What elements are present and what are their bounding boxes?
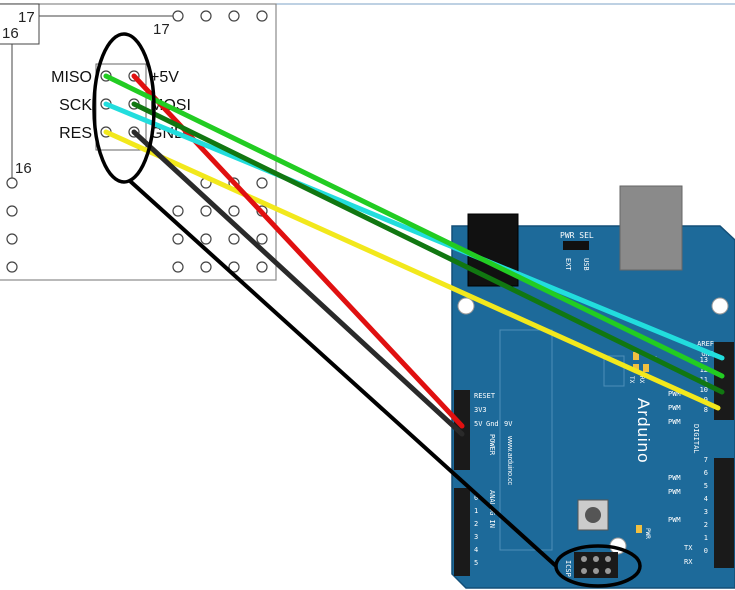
led-rx	[643, 364, 649, 372]
digital-header-lower	[714, 458, 734, 568]
digital-label: DIGITAL	[692, 424, 700, 454]
arduino-board: PWR SEL EXT USB TX RX L PWR Arduino www.…	[451, 185, 735, 589]
digital-pin-label-10: 10	[700, 386, 708, 394]
3v3-pin-label: 3V3	[474, 406, 487, 414]
arduino-pcb	[451, 225, 735, 589]
chip-outline	[499, 329, 553, 551]
breadboard-label-16-left: 16	[2, 25, 19, 42]
wire-mosi	[131, 101, 725, 395]
tx-label: TX	[684, 544, 693, 552]
digital-pin-label-8: 8	[704, 406, 708, 414]
mounting-hole-top	[711, 297, 729, 315]
analog-pin-label-2: 2	[474, 520, 478, 528]
digital-pin-label-1: 1	[704, 534, 708, 542]
reset-pin-label: RESET	[474, 392, 496, 400]
analog-pin-label-1: 1	[474, 507, 478, 515]
arduino-icsp-header: ICSP	[564, 552, 618, 578]
arduino-brand: Arduino	[634, 398, 653, 464]
power-label: POWER	[488, 434, 496, 456]
led-tx	[633, 364, 639, 372]
breadboard-label-17-right: 17	[153, 21, 170, 38]
digital-pin-label-0: 0	[704, 547, 708, 555]
analog-header	[454, 488, 470, 576]
icsp-highlight-ellipse	[92, 32, 156, 184]
analog-pin-labels: 0 1 2 3 4 5	[474, 494, 478, 567]
pwr-sel-label: PWR SEL	[560, 231, 594, 240]
pwm-label-5: PWM	[668, 488, 681, 496]
wire-reset	[103, 129, 721, 411]
digital-pin-label-12: 12	[700, 366, 708, 374]
analog-pin-label-4: 4	[474, 546, 478, 554]
digital-pin-label-6: 6	[704, 469, 708, 477]
mounting-hole-left	[457, 297, 475, 315]
reset-button-cap	[585, 507, 601, 523]
icsp-label-5v: +5V	[150, 69, 179, 86]
annotations	[92, 32, 642, 588]
breadboard-corner-box	[0, 3, 40, 45]
icsp-board-label: ICSP	[564, 560, 572, 577]
digital-pin-label-7: 7	[704, 456, 708, 464]
5v-pin-label: 5V	[474, 420, 483, 428]
wire-miso	[103, 73, 725, 379]
usb-connector	[619, 185, 683, 271]
wire-5v	[131, 73, 465, 429]
digital-pin-label-13: 13	[700, 356, 708, 364]
ext-label: EXT	[564, 258, 572, 271]
silkscreen-box	[603, 355, 625, 387]
breadboard-holes	[6, 10, 268, 273]
icsp-label-reset: RES	[59, 125, 92, 142]
usb-label: USB	[582, 258, 590, 271]
breadboard: 17 16 17 16 MISO SCK RES +5V	[0, 3, 735, 281]
pwm-label-1: PWM	[668, 390, 681, 398]
pwm-label-3: PWM	[668, 418, 681, 426]
aref-label: AREF	[697, 340, 714, 348]
rx-label: RX	[684, 558, 693, 566]
led-rx-label: RX	[638, 376, 645, 384]
gnd-pin-label: Gnd	[486, 420, 499, 428]
analog-pin-label-0: 0	[474, 494, 478, 502]
power-header	[454, 390, 470, 470]
breadboard-label-17-left: 17	[18, 9, 35, 26]
arduino-icsp-block	[574, 552, 618, 578]
icsp-label-gnd: GND	[150, 125, 186, 142]
pwm-label-2: PWM	[668, 404, 681, 412]
wires	[103, 73, 725, 437]
breadboard-label-16-side: 16	[15, 160, 32, 177]
wire-sck	[103, 101, 725, 361]
pwr-sel-jumper	[563, 241, 589, 250]
digital-pin-label-3: 3	[704, 508, 708, 516]
vin-pin-label: 9V	[504, 420, 513, 428]
digital-pin-label-4: 4	[704, 495, 708, 503]
icsp-label-sck: SCK	[59, 97, 92, 114]
digital-pin-label-5: 5	[704, 482, 708, 490]
pwm-label-4: PWM	[668, 474, 681, 482]
pwm-label-6: PWM	[668, 516, 681, 524]
led-pwr-label: PWR	[644, 528, 651, 539]
arduino-website: www.arduino.cc	[506, 435, 513, 486]
digital-pin-label-11: 11	[700, 376, 708, 384]
analog-pin-label-5: 5	[474, 559, 478, 567]
led-tx-label: TX	[628, 376, 635, 384]
annotation-connector-line	[128, 179, 558, 568]
digital-pin-label-2: 2	[704, 521, 708, 529]
analog-pin-label-3: 3	[474, 533, 478, 541]
led-pwr	[636, 525, 642, 533]
digital-header-upper	[714, 342, 734, 420]
led-l	[633, 352, 639, 360]
icsp-label-miso: MISO	[51, 69, 92, 86]
wire-gnd	[131, 129, 465, 437]
